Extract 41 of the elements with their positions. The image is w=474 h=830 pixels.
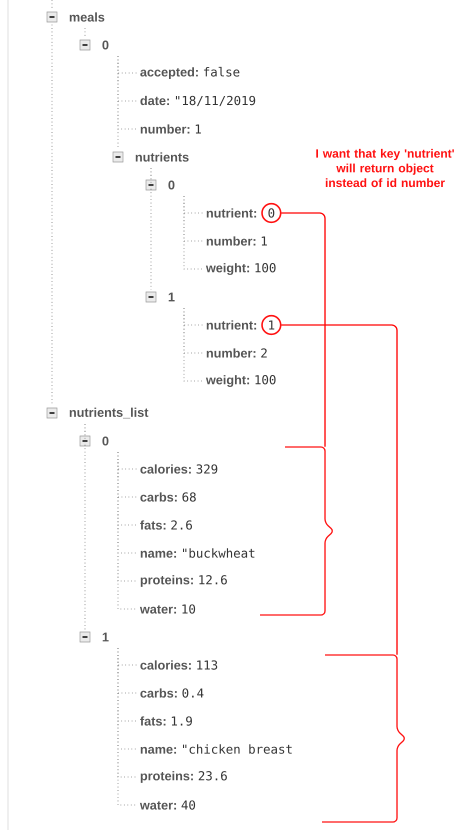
circled-value: 1: [261, 314, 282, 336]
brace: [260, 446, 333, 616]
brace: [322, 654, 405, 823]
key-value-row: proteins: 12.6: [140, 575, 227, 587]
tree-line: [84, 424, 86, 630]
key-value-row: nutrient:: [206, 208, 256, 218]
tree-line: [118, 452, 138, 610]
connector-line: [282, 212, 326, 447]
key-value-row: name: "buckwheat: [140, 548, 254, 558]
key-value-row: carbs: 0.4: [140, 688, 204, 698]
tree-key: 1: [168, 292, 175, 302]
tree-key: 0: [102, 436, 108, 446]
key-value-row: number: 1: [140, 124, 201, 134]
key-value-row: name: "chicken breast: [140, 744, 292, 754]
key-value-row: nutrient:: [206, 320, 256, 330]
connector-line: [282, 324, 398, 655]
annotation-note: I want that key 'nutrient' will return object instead of id number: [316, 148, 454, 188]
tree-line: [118, 648, 138, 806]
key-value-row: calories: 113: [140, 660, 218, 670]
key-value-row: weight: 100: [206, 375, 276, 387]
key-value-row: calories: 329: [140, 464, 218, 474]
key-value-row: date: "18/11/2019: [140, 96, 256, 106]
key-value-row: fats: 2.6: [140, 520, 192, 530]
key-value-row: number: 2: [206, 348, 267, 358]
tree-key: nutrients: [136, 152, 189, 162]
key-value-row: accepted: false: [140, 66, 240, 80]
tree-line: [184, 308, 204, 382]
key-value-row: water: 40: [140, 800, 196, 810]
key-value-row: proteins: 23.6: [140, 771, 227, 783]
key-value-row: number: 1: [206, 236, 267, 246]
tree-key: nutrients_list: [70, 408, 148, 418]
tree-key: 1: [102, 632, 109, 642]
key-value-row: weight: 100: [206, 263, 276, 275]
tree-key: 0: [168, 180, 174, 190]
key-value-row: water: 10: [140, 604, 196, 614]
tree-key: 0: [102, 40, 108, 50]
circled-value: 0: [261, 202, 282, 224]
key-value-row: carbs: 68: [140, 492, 196, 502]
key-value-row: fats: 1.9: [140, 716, 192, 726]
tree-line: [184, 196, 204, 270]
tree-key: meals: [70, 12, 104, 22]
